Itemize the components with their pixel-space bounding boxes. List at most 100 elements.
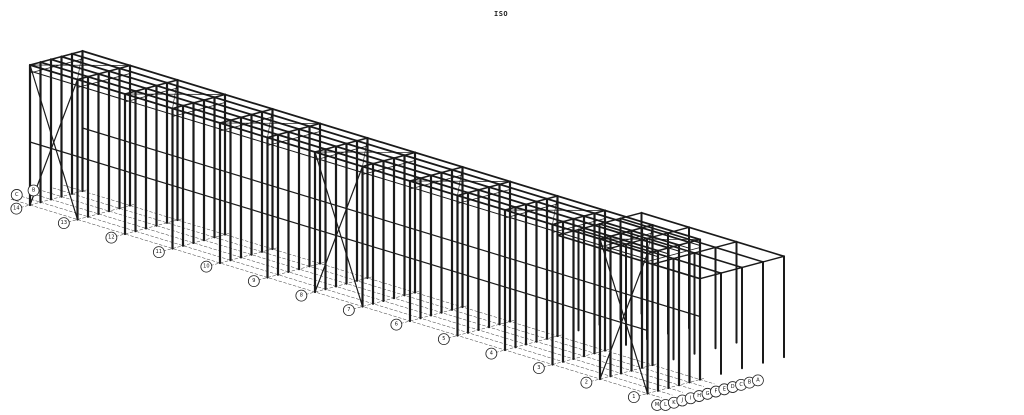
grid-bubble-label: 14 <box>13 206 19 212</box>
grid-bubble-circle <box>295 289 308 302</box>
cross-beam <box>551 209 606 226</box>
roof-bracing <box>457 166 463 196</box>
eaves-beam <box>40 67 659 258</box>
cross-beam <box>362 160 416 175</box>
gridline <box>257 262 325 281</box>
gridline <box>20 189 87 208</box>
eaves-beam <box>598 223 743 269</box>
grid-bubble-label: 11 <box>156 249 162 255</box>
grid-bubble: 5 <box>437 333 450 346</box>
grid-bubble-circle <box>105 231 118 244</box>
eaves-beam <box>81 50 701 241</box>
grid-bubble-circle <box>532 362 545 375</box>
grid-bubble: 12 <box>105 231 118 244</box>
grid-bubble: 9 <box>247 275 260 288</box>
grid-bubble-label: C <box>739 382 743 388</box>
eaves-beam <box>29 70 648 260</box>
eaves-beam <box>82 56 701 246</box>
gridline <box>63 184 715 385</box>
bracing <box>29 64 79 221</box>
grid-bubble-label: K <box>672 400 676 406</box>
gridline <box>400 305 467 324</box>
grid-bubble-label: G <box>706 391 710 397</box>
gridline <box>495 334 562 353</box>
grid-bubble: B <box>27 184 40 197</box>
grid-bubble-label: L <box>664 402 667 408</box>
cross-beam <box>266 122 321 139</box>
grid-bubble-label: I <box>690 395 691 401</box>
cross-beam <box>29 58 83 74</box>
grid-bubble-circle <box>10 202 23 215</box>
grid-bubble-label: 7 <box>347 307 350 313</box>
grid-bubble-label: B <box>32 187 36 193</box>
cross-beam <box>604 226 690 251</box>
grid-bubble-circle <box>342 304 355 317</box>
gridline <box>210 247 277 266</box>
eaves-beam <box>619 217 764 263</box>
cross-beam <box>77 73 131 88</box>
eaves-beam <box>556 234 701 280</box>
cross-beam <box>29 50 84 66</box>
bracing <box>314 151 364 308</box>
cross-beam <box>699 255 785 280</box>
grid-bubble-circle <box>152 246 165 259</box>
grid-bubble-label: J <box>681 398 683 404</box>
bracing <box>599 238 649 395</box>
grid-bubble: 3 <box>532 362 545 375</box>
roof-bracing <box>552 195 558 225</box>
grid-bubble: 6 <box>390 318 403 331</box>
gridline <box>162 233 230 252</box>
grid-bubble-label: A <box>756 377 760 383</box>
roof-bracing <box>267 108 273 138</box>
cross-beam <box>504 195 559 211</box>
cross-beam <box>409 174 463 190</box>
eaves-beam <box>50 64 669 255</box>
steel-frame <box>28 49 785 395</box>
grid-bubble: 2 <box>580 376 593 389</box>
grid-bubble-circle <box>627 391 640 404</box>
cross-beam <box>314 137 369 153</box>
grid-bubble-circle <box>437 333 450 346</box>
grid-bubble-label: 2 <box>585 380 588 386</box>
grid-bubble-label: D <box>731 384 735 390</box>
cross-beam <box>76 64 131 81</box>
grid-bubble-circle <box>752 374 764 387</box>
cross-beam <box>552 218 606 233</box>
gridline <box>67 204 135 223</box>
cross-beam <box>651 241 738 265</box>
cross-beam <box>556 212 643 236</box>
grid-bubble-label: C <box>15 192 19 198</box>
grid-bubble-label: F <box>714 389 717 395</box>
wall-girt <box>81 127 701 318</box>
cross-beam <box>456 180 511 197</box>
cross-beam <box>314 145 368 161</box>
grid-bubble-circle <box>27 184 40 197</box>
cross-beam <box>219 116 273 132</box>
grid-bubble: 10 <box>200 260 213 273</box>
grid-bubble-label: 13 <box>61 220 67 226</box>
cross-beam <box>124 79 179 95</box>
gridline <box>637 378 705 397</box>
grid-bubble: A <box>752 374 764 387</box>
cross-beam <box>124 87 178 103</box>
eaves-beam <box>577 228 722 274</box>
grid-bubble-label: 3 <box>537 365 540 371</box>
gridline <box>447 320 515 339</box>
cross-beam <box>409 166 464 182</box>
gridline <box>305 276 372 295</box>
cross-beam <box>457 189 511 204</box>
grid-bubble-label: 9 <box>252 278 255 284</box>
roof-bracing <box>362 137 368 167</box>
grid-bubble: C <box>10 189 23 201</box>
grid-bubble-label: 4 <box>490 351 493 357</box>
view-orientation-label: ISO <box>494 10 509 18</box>
grid-bubble: 8 <box>295 289 308 302</box>
grid-bubble-label: 12 <box>108 235 114 241</box>
grid-bubble-circle <box>10 189 23 201</box>
cross-beam <box>171 93 226 110</box>
wall-girt <box>29 141 649 332</box>
grid-bubble-circle <box>390 318 403 331</box>
gridline <box>115 218 182 237</box>
